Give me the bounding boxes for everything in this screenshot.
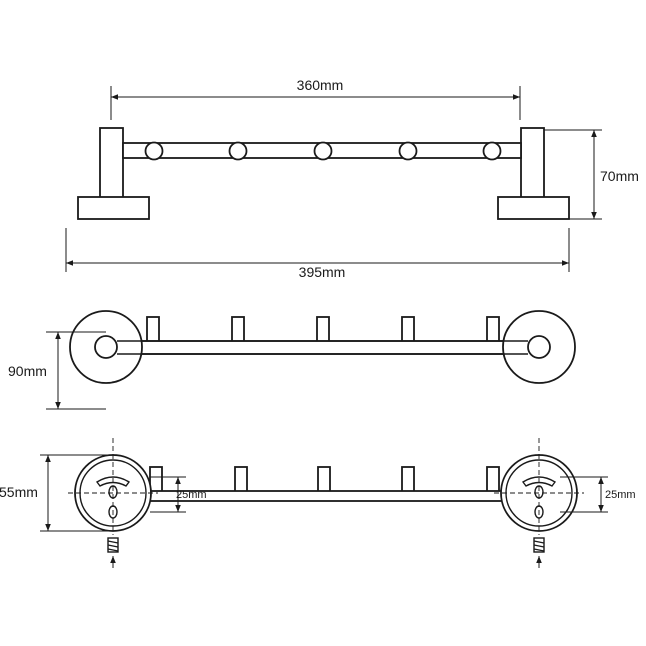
dim-55-label: 55mm — [0, 484, 38, 500]
dim-70: 70mm — [544, 129, 639, 220]
dim-70-label: 70mm — [600, 168, 639, 184]
left-slot — [95, 476, 131, 487]
front-view: 360mm 70mm 395mm — [65, 77, 639, 280]
dim-90: 90mm — [8, 331, 106, 410]
mount-view: 55mm 25mm 25mm — [0, 438, 636, 568]
dim-25-right-label: 25mm — [605, 489, 636, 501]
front-hooks — [144, 141, 502, 161]
right-slot — [521, 476, 557, 487]
dim-25-right: 25mm — [560, 476, 636, 513]
dim-55: 55mm — [0, 454, 110, 532]
hook-circle — [482, 141, 502, 161]
right-rosette-inner — [527, 335, 551, 359]
prong — [234, 466, 248, 493]
hook-circle — [228, 141, 248, 161]
right-post — [520, 127, 545, 199]
prong — [486, 466, 500, 493]
prong — [316, 316, 330, 343]
dim-25-left: 25mm — [150, 476, 207, 513]
dim-395-label: 395mm — [299, 264, 346, 280]
top-bar — [114, 340, 532, 355]
prong — [401, 316, 415, 343]
left-rosette-inner — [94, 335, 118, 359]
dim-395: 395mm — [65, 228, 570, 280]
dim-360-label: 360mm — [297, 77, 344, 93]
dim-90-label: 90mm — [8, 363, 47, 379]
left-post — [99, 127, 124, 199]
left-base — [77, 196, 150, 220]
hook-circle — [313, 141, 333, 161]
prong — [146, 316, 160, 343]
hook-circle — [144, 141, 164, 161]
prong — [486, 316, 500, 343]
dim-360: 360mm — [110, 77, 521, 120]
left-mount-plate — [68, 438, 158, 568]
hook-circle — [398, 141, 418, 161]
right-mount-plate — [494, 438, 584, 568]
prong — [317, 466, 331, 493]
top-view: 90mm — [8, 310, 576, 410]
prong — [231, 316, 245, 343]
right-base — [497, 196, 570, 220]
prong — [401, 466, 415, 493]
prong — [149, 466, 163, 493]
dim-25-left-label: 25mm — [176, 489, 207, 501]
